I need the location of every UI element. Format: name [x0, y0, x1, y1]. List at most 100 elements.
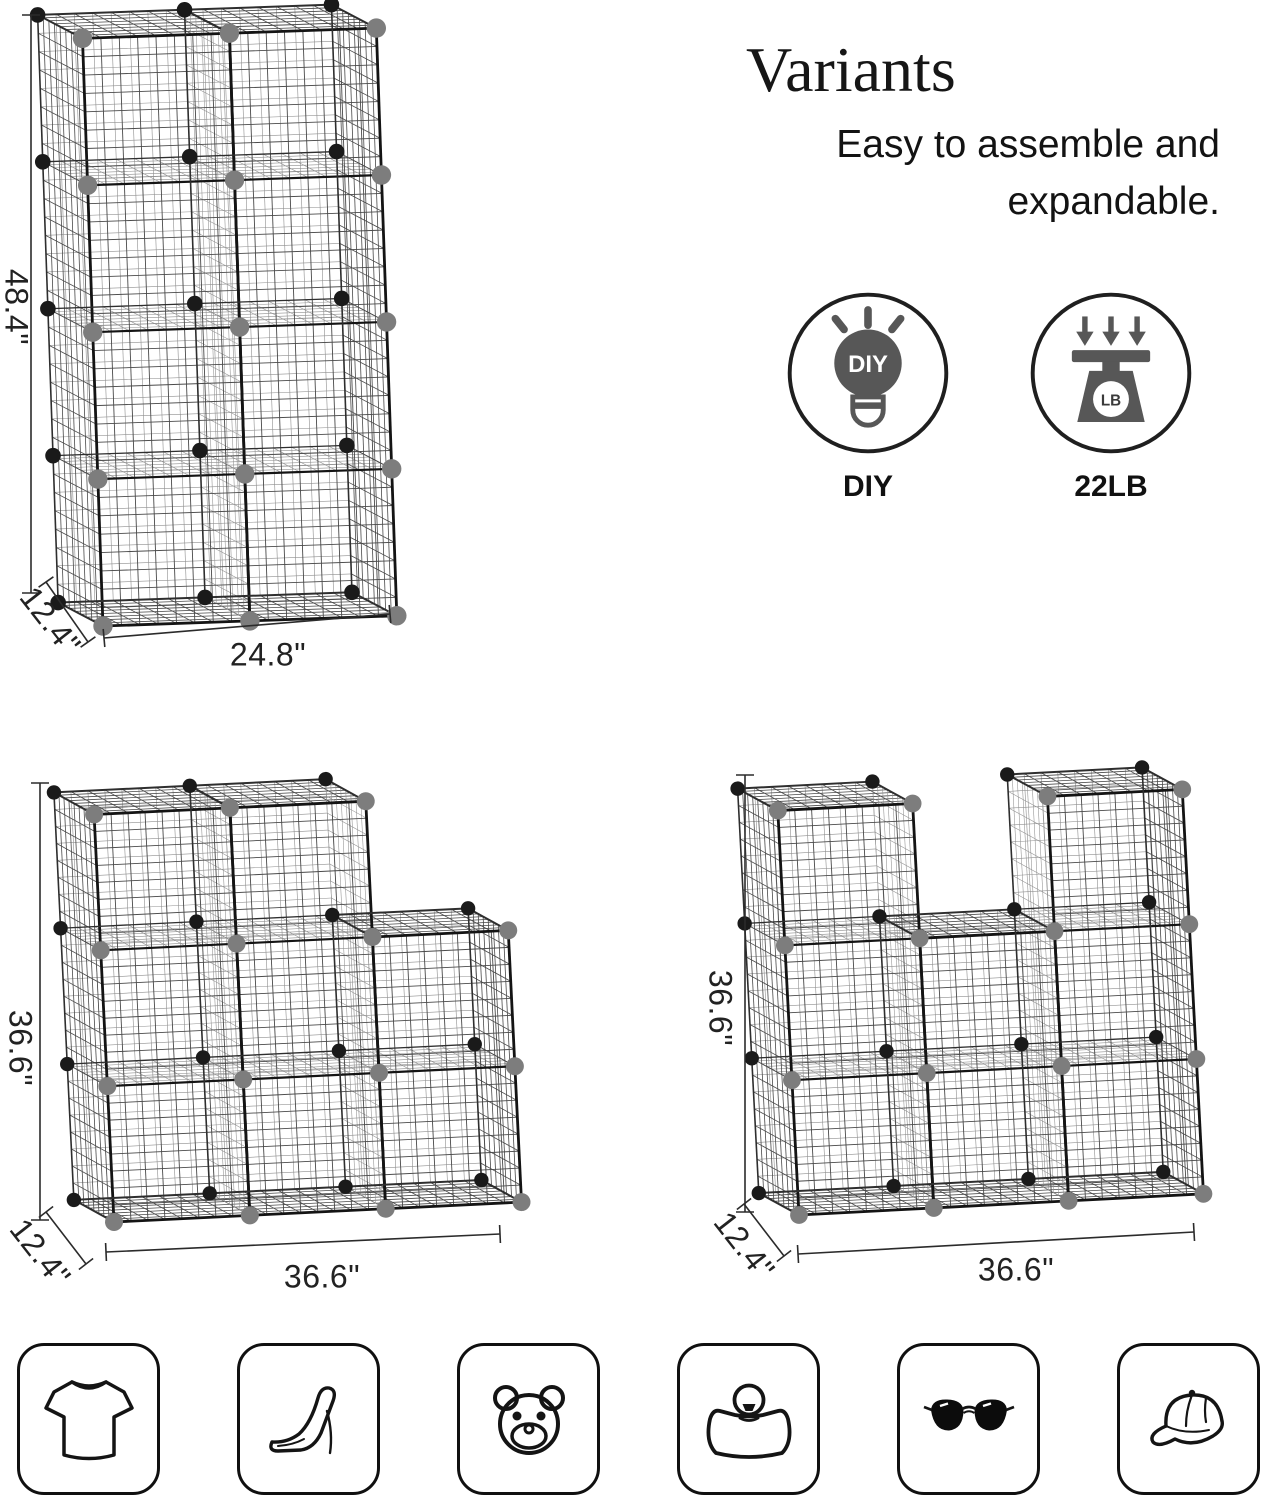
- header: Variants Easy to assemble and expandable…: [746, 36, 1220, 230]
- dim-height-label: 48.4": [0, 268, 35, 346]
- connector-ball: [344, 584, 360, 601]
- badge-label: 22LB: [1074, 470, 1148, 503]
- connector-ball: [1187, 1050, 1206, 1068]
- diy-badge: DIY DIY: [781, 286, 955, 504]
- teddy-bear-icon: [492, 1385, 565, 1455]
- connector-ball: [235, 464, 255, 484]
- connector-ball: [381, 459, 402, 479]
- connector-ball: [371, 165, 392, 185]
- connector-ball: [45, 447, 61, 464]
- subtitle-line1: Easy to assemble and: [836, 123, 1220, 167]
- dimension-line: [736, 1197, 792, 1263]
- connector-ball: [318, 771, 333, 787]
- item-tile-teddy-bear: [457, 1343, 600, 1495]
- connector-ball: [1007, 902, 1022, 917]
- connector-ball: [872, 909, 887, 924]
- subtitle-line2: expandable.: [1007, 179, 1220, 223]
- connector-ball: [220, 798, 239, 817]
- connector-ball: [783, 1071, 801, 1090]
- suitable-items-row: [17, 1343, 1260, 1495]
- connector-ball: [1156, 1164, 1171, 1180]
- wire-cube-unit: [29, 0, 407, 636]
- high-heel-icon: [268, 1386, 336, 1455]
- subtitle: Easy to assemble and expandable.: [746, 117, 1220, 230]
- connector-ball: [338, 1179, 353, 1194]
- handbag-icon: [706, 1383, 791, 1459]
- connector-ball: [1038, 787, 1057, 806]
- connector-ball: [910, 929, 929, 948]
- item-tile-high-heel: [237, 1343, 380, 1495]
- connector-ball: [227, 934, 246, 953]
- connector-ball: [189, 914, 204, 929]
- connector-ball: [387, 606, 407, 626]
- connector-ball: [195, 1050, 211, 1065]
- connector-ball: [1045, 922, 1064, 941]
- connector-ball: [903, 794, 922, 813]
- dim-height-label: 36.6": [702, 969, 739, 1047]
- connector-ball: [1148, 1029, 1164, 1045]
- connector-ball: [790, 1206, 808, 1224]
- connector-ball: [356, 792, 375, 811]
- connector-ball: [219, 23, 240, 43]
- connector-ball: [879, 1043, 894, 1059]
- connector-ball: [197, 589, 213, 606]
- dimension-line: [38, 1205, 94, 1271]
- scale-text: LB: [1101, 393, 1121, 410]
- connector-ball: [85, 805, 104, 824]
- baseball-cap-icon: [1149, 1389, 1224, 1447]
- connector-ball: [66, 1192, 82, 1208]
- connector-ball: [1180, 915, 1199, 934]
- connector-ball: [512, 1193, 531, 1212]
- connector-ball: [744, 1051, 759, 1066]
- connector-ball: [181, 148, 198, 165]
- connector-ball: [93, 616, 113, 636]
- dimension-line: [38, 576, 96, 648]
- connector-ball: [1052, 1057, 1071, 1075]
- dim-width-label: 36.6": [977, 1251, 1055, 1288]
- dimension-line: [104, 1224, 502, 1262]
- connector-ball: [1173, 780, 1192, 799]
- connector-ball: [924, 1199, 943, 1217]
- item-tile-handbag: [677, 1343, 820, 1495]
- wire-cube-unit: [46, 771, 531, 1231]
- connector-ball: [376, 1199, 395, 1218]
- wire-cube-unit: [730, 760, 1213, 1224]
- connector-ball: [34, 154, 51, 170]
- connector-ball: [363, 928, 382, 947]
- connector-ball: [1021, 1171, 1036, 1187]
- connector-ball: [53, 921, 68, 936]
- connector-ball: [1134, 760, 1150, 775]
- connector-ball: [1000, 767, 1015, 782]
- tshirt-icon: [43, 1380, 134, 1461]
- feature-badges: DIY DIY LB 22LB: [781, 286, 1198, 504]
- sunglasses-icon: [923, 1399, 1014, 1431]
- connector-ball: [50, 594, 66, 611]
- connector-ball: [240, 1206, 259, 1225]
- dim-height-label: 36.6": [2, 1009, 39, 1087]
- connector-ball: [505, 1057, 524, 1076]
- connector-ball: [229, 317, 250, 337]
- connector-ball: [499, 921, 518, 940]
- connector-ball: [474, 1172, 489, 1188]
- dim-width-label: 24.8": [229, 636, 307, 673]
- weight-capacity-badge: LB 22LB: [1024, 286, 1198, 504]
- connector-ball: [105, 1213, 123, 1231]
- connector-ball: [1014, 1036, 1029, 1052]
- item-tile-sunglasses: [897, 1343, 1040, 1495]
- connector-ball: [339, 437, 355, 454]
- connector-ball: [325, 907, 340, 923]
- badge-label: DIY: [842, 470, 893, 503]
- dimension-line: [736, 774, 754, 1213]
- connector-ball: [72, 28, 93, 49]
- connector-ball: [467, 1036, 482, 1052]
- dim-width-label: 36.6": [283, 1258, 361, 1295]
- connector-ball: [1059, 1191, 1078, 1210]
- connector-ball: [182, 778, 197, 793]
- connector-ball: [331, 1043, 347, 1059]
- connector-ball: [460, 901, 476, 916]
- connector-ball: [176, 1, 193, 18]
- connector-ball: [328, 143, 345, 160]
- bulb-text: DIY: [848, 351, 888, 378]
- page-title: Variants: [746, 34, 956, 105]
